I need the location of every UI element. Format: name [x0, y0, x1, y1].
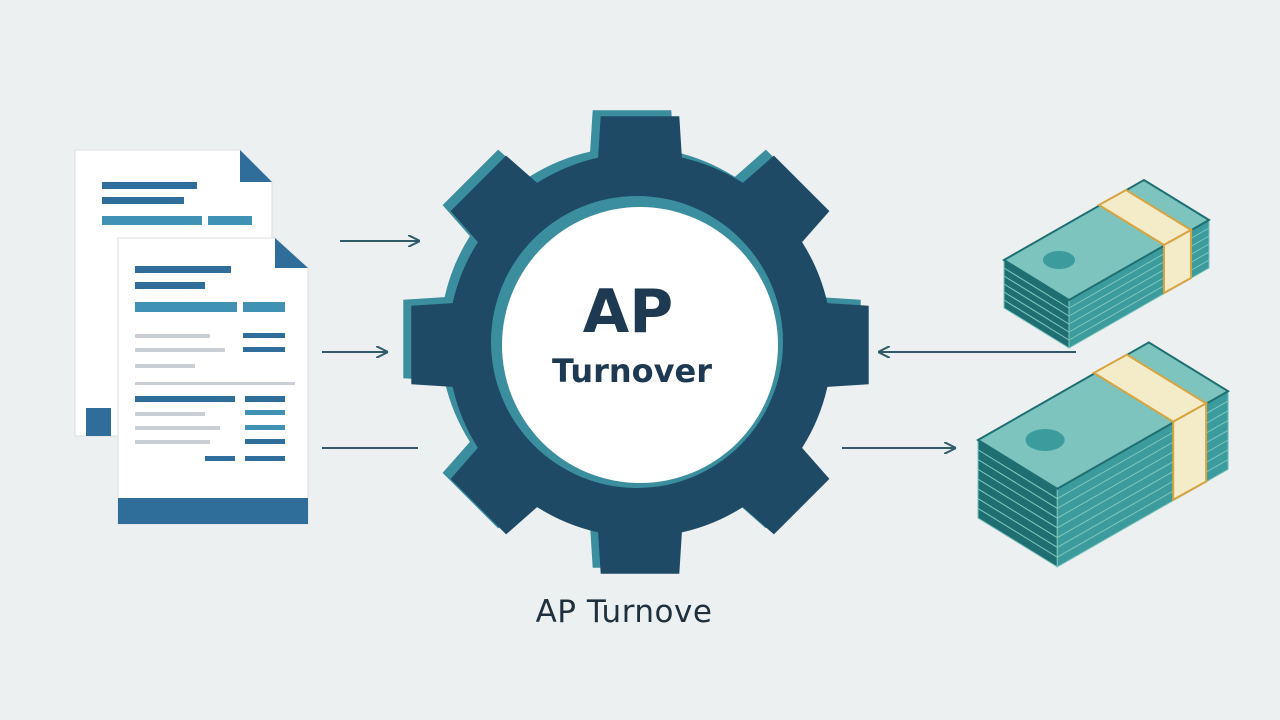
- cash-stack-icon: [976, 178, 1231, 568]
- gear-title-line2: Turnover: [552, 352, 712, 390]
- cash-stack-top: [1002, 178, 1211, 349]
- cash-stack-bottom: [976, 341, 1231, 568]
- flow-arrows: [322, 241, 1076, 448]
- invoice-documents-icon: [74, 149, 309, 525]
- front-document: [117, 237, 309, 525]
- diagram-caption: AP Turnove: [536, 594, 713, 630]
- gear-title-line1: AP: [583, 277, 673, 347]
- gear-icon: [403, 110, 869, 574]
